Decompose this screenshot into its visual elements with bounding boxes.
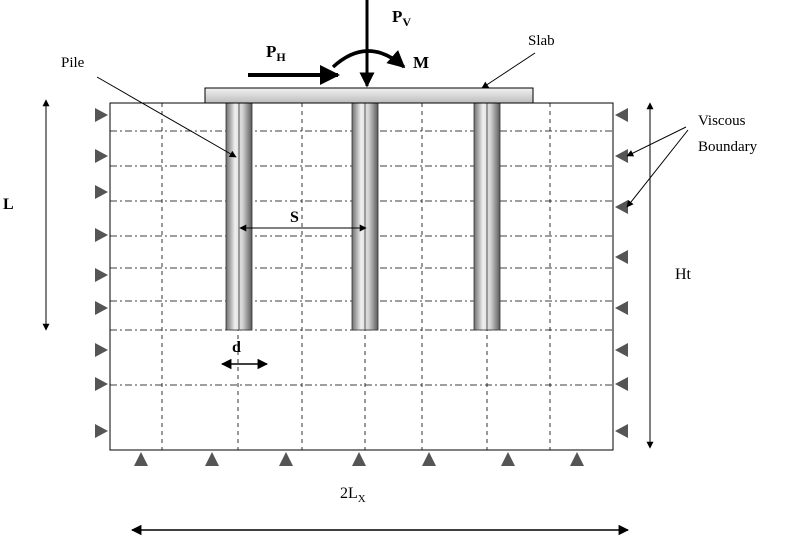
left-viscous-supports [95,108,108,438]
viscous-leader-2 [626,129,689,208]
bottom-viscous-supports [134,452,584,466]
viscous-leader-1 [626,126,687,157]
slab-label: Slab [528,33,555,49]
slab [204,87,534,104]
diameter-label: d [232,339,241,356]
pv-label: PV [392,7,411,29]
viscous-label-1: Viscous [698,113,746,129]
pile-length-label: L [3,196,14,213]
piles [225,102,501,331]
spacing-label: S [290,209,299,226]
right-viscous-supports [615,108,628,438]
viscous-label-2: Boundary [698,139,758,155]
width-label: 2LX [340,485,366,505]
moment-arrow [331,49,406,69]
ph-label: PH [266,42,286,64]
slab-leader [481,52,536,89]
pile-label: Pile [61,55,85,71]
moment-label: M [413,53,429,72]
total-height-label: Ht [675,266,692,283]
pile-leader [96,76,237,158]
